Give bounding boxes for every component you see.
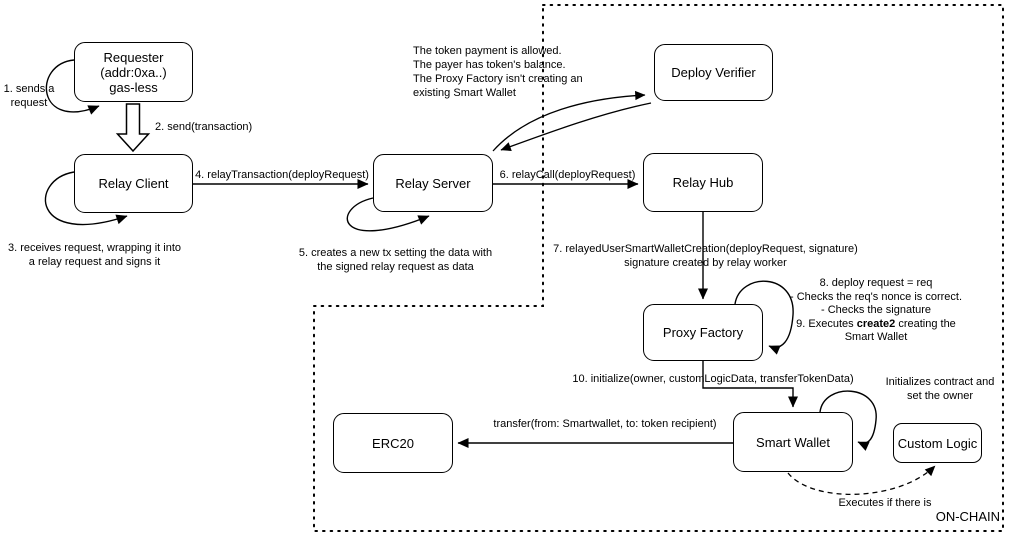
relay-server-node: Relay Server	[373, 154, 493, 212]
smart-wallet-node: Smart Wallet	[733, 412, 853, 472]
step-3-label: 3. receives request, wrapping it into a …	[7, 242, 182, 268]
erc20-node: ERC20	[333, 413, 453, 473]
factory-note-text: 8. deploy request = req - Checks the req…	[789, 277, 963, 330]
on-chain-label: ON-CHAIN	[935, 509, 1000, 524]
verify-request-arrow	[492, 90, 646, 152]
requester-node: Requester (addr:0xa..) gas-less	[74, 42, 193, 102]
step-2-label: 2. send(transaction)	[155, 121, 253, 133]
factory-note: 8. deploy request = req - Checks the req…	[776, 277, 976, 345]
custom-logic-node: Custom Logic	[893, 423, 982, 463]
step-10-label: 10. initialize(owner, customLogicData, t…	[572, 373, 854, 385]
step-7-label: 7. relayedUserSmartWalletCreation(deploy…	[553, 243, 858, 269]
verifier-note: The token payment is allowed. The payer …	[413, 45, 583, 99]
relay-client-node: Relay Client	[74, 154, 193, 213]
factory-note-text-end: creating the Smart Wallet	[844, 317, 956, 344]
step-5-label: 5. creates a new tx setting the data wit…	[298, 247, 493, 273]
verify-response-arrow	[500, 102, 652, 152]
factory-note-create2: create2	[856, 317, 896, 330]
initialize-note: Initializes contract and set the owner	[885, 376, 995, 402]
step-1-label: 1. sends a request	[3, 83, 55, 109]
step-6-label: 6. relayCall(deployRequest)	[499, 169, 636, 181]
relay-hub-node: Relay Hub	[643, 153, 763, 212]
deploy-verifier-node: Deploy Verifier	[654, 44, 773, 101]
send-transaction-arrow	[115, 103, 151, 153]
executes-note: Executes if there is	[838, 497, 932, 509]
proxy-factory-node: Proxy Factory	[643, 304, 763, 361]
transfer-label: transfer(from: Smartwallet, to: token re…	[493, 418, 717, 430]
step-4-label: 4. relayTransaction(deployRequest)	[195, 169, 369, 181]
